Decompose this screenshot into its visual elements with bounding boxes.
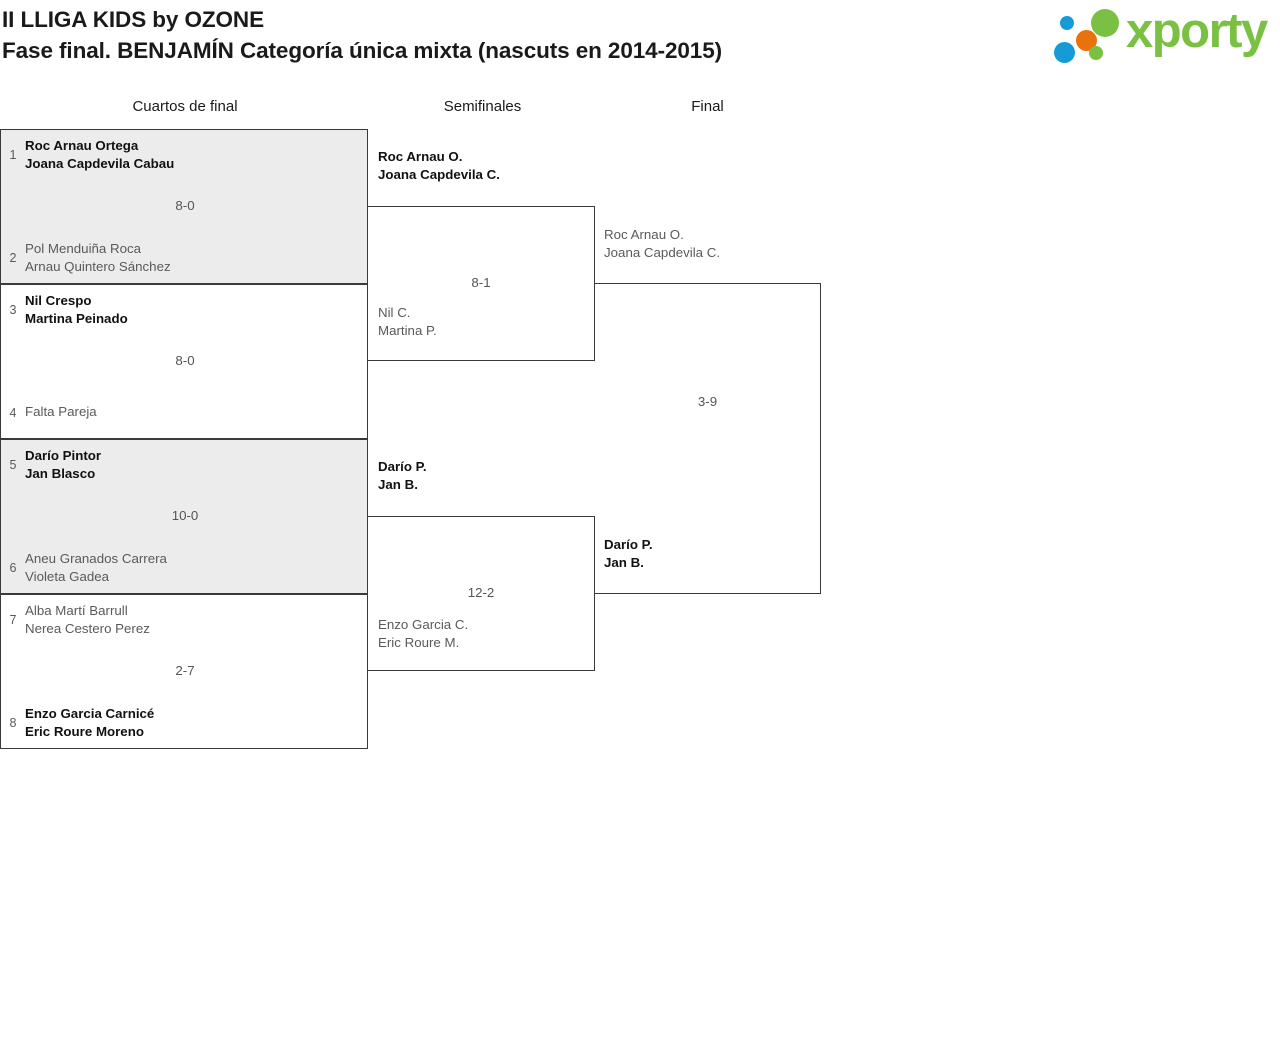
match-slot-top[interactable]: 1 Roc Arnau Ortega Joana Capdevila Cabau [1,137,361,173]
player-2: Violeta Gadea [25,568,110,584]
round-header-final: Final [691,98,724,115]
player-1: Roc Arnau O. [604,227,684,242]
seed-number: 6 [9,561,17,575]
team-names: Alba Martí Barrull Nerea Cestero Perez [25,602,150,637]
seed-number: 5 [9,458,17,472]
logo-dots-icon [1046,4,1132,63]
match-quarterfinal-2[interactable]: 3 Nil Crespo Martina Peinado 8-0 4 Falta… [0,284,368,439]
match-score: 3-9 [697,394,718,409]
player-1: Roc Arnau O. [378,149,463,164]
logo-dot-blue-small [1060,16,1074,30]
match-quarterfinal-1[interactable]: 1 Roc Arnau Ortega Joana Capdevila Cabau… [0,129,368,284]
match-slot-top[interactable]: 7 Alba Martí Barrull Nerea Cestero Perez [1,602,361,638]
round-header-semifinals: Semifinales [443,98,522,115]
seed-number: 3 [9,303,17,317]
match-final[interactable] [595,283,821,594]
logo-dot-orange [1076,30,1097,51]
match-score: 8-0 [175,198,195,213]
player-2: Joana Capdevila Cabau [25,155,175,171]
match-slot-top[interactable]: 3 Nil Crespo Martina Peinado [1,292,361,328]
player-2: Jan Blasco [25,465,96,481]
seed-number: 4 [9,406,17,420]
tournament-title-block: II LLIGA KIDS by OZONE Fase final. BENJA… [2,4,1002,66]
logo-dot-green-small [1089,46,1103,60]
team-names: Nil Crespo Martina Peinado [25,292,128,327]
player-2: Martina Peinado [25,310,128,326]
match-semifinal-1[interactable]: 8-1 [368,206,595,361]
match-score: 8-1 [471,275,491,290]
player-1: Darío P. [378,459,427,474]
match-score: 8-0 [175,353,195,368]
player-2: Eric Roure M. [378,634,460,650]
tournament-category: Fase final. BENJAMÍN Categoría única mix… [2,38,723,63]
player-2: Martina P. [378,322,437,338]
semifinal-1-team-bottom: Nil C. Martina P. [378,304,593,339]
player-2: Eric Roure Moreno [25,723,144,739]
player-1: Roc Arnau Ortega [25,138,139,153]
tournament-bracket: 1 Roc Arnau Ortega Joana Capdevila Cabau… [0,129,860,754]
player-2: Nerea Cestero Perez [25,620,150,636]
seed-number: 7 [9,613,17,627]
semifinal-2-team-top: Darío P. Jan B. [378,458,593,493]
player-1: Darío P. [604,537,653,552]
semifinal-1-team-top: Roc Arnau O. Joana Capdevila C. [378,148,593,183]
match-slot-bottom[interactable]: 8 Enzo Garcia Carnicé Eric Roure Moreno [1,705,361,741]
player-2: Joana Capdevila C. [378,166,500,182]
team-names: Roc Arnau Ortega Joana Capdevila Cabau [25,137,174,172]
page-header: II LLIGA KIDS by OZONE Fase final. BENJA… [0,0,1280,88]
player-1: Falta Pareja [25,404,97,419]
seed-number: 8 [9,716,17,730]
seed-number: 1 [9,148,17,162]
team-names: Enzo Garcia Carnicé Eric Roure Moreno [25,705,154,740]
final-team-bottom: Darío P. Jan B. [604,536,819,571]
player-1: Pol Menduiña Roca [25,241,142,256]
player-1: Alba Martí Barrull [25,603,128,618]
team-names: Falta Pareja [25,395,97,421]
logo-dot-green-large [1091,9,1119,37]
match-score: 12-2 [467,585,495,600]
match-slot-top[interactable]: 5 Darío Pintor Jan Blasco [1,447,361,483]
player-2: Joana Capdevila C. [604,244,721,260]
team-names: Darío Pintor Jan Blasco [25,447,101,482]
logo-dot-blue-large [1054,42,1075,63]
logo-wordmark: xporty [1126,4,1268,58]
match-quarterfinal-4[interactable]: 7 Alba Martí Barrull Nerea Cestero Perez… [0,594,368,749]
player-1: Darío Pintor [25,448,102,463]
match-slot-bottom[interactable]: 2 Pol Menduiña Roca Arnau Quintero Sánch… [1,240,361,276]
player-2: Jan B. [604,554,644,570]
tournament-name: II LLIGA KIDS by OZONE [2,7,264,32]
match-score: 2-7 [175,663,195,678]
player-1: Nil C. [378,305,411,320]
match-semifinal-2[interactable]: 12-2 [368,516,595,671]
match-quarterfinal-3[interactable]: 5 Darío Pintor Jan Blasco 10-0 6 Aneu Gr… [0,439,368,594]
seed-number: 2 [9,251,17,265]
team-names: Pol Menduiña Roca Arnau Quintero Sánchez [25,240,171,275]
xporty-logo[interactable]: xporty [1046,4,1276,63]
match-slot-bottom[interactable]: 6 Aneu Granados Carrera Violeta Gadea [1,550,361,586]
player-1: Enzo Garcia Carnicé [25,706,155,721]
team-names: Aneu Granados Carrera Violeta Gadea [25,550,167,585]
match-slot-bottom[interactable]: 4 Falta Pareja [1,395,361,422]
player-1: Nil Crespo [25,293,92,308]
round-header-quarterfinals: Cuartos de final [132,98,238,115]
player-2: Arnau Quintero Sánchez [25,258,171,274]
final-team-top: Roc Arnau O. Joana Capdevila C. [604,226,819,261]
player-1: Enzo Garcia C. [378,617,469,632]
match-score: 10-0 [171,508,199,523]
player-1: Aneu Granados Carrera [25,551,167,566]
semifinal-2-team-bottom: Enzo Garcia C. Eric Roure M. [378,616,593,651]
player-2: Jan B. [378,476,418,492]
